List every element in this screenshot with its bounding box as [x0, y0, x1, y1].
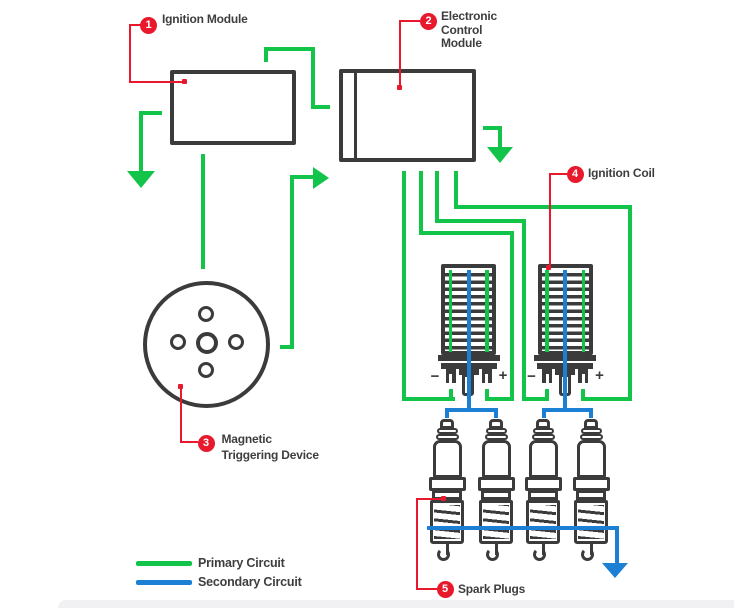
trigger-wheel-hole	[228, 334, 244, 350]
spark-plug-4	[572, 419, 610, 565]
wire-segment	[483, 126, 502, 130]
coil-primary-wire	[581, 270, 585, 352]
wire-segment	[493, 408, 498, 418]
coil-secondary-wire	[563, 270, 567, 412]
wire-segment	[509, 231, 514, 401]
secondary-circuit-swatch	[136, 580, 192, 585]
wire-segment	[264, 47, 315, 51]
ground-electrode	[437, 548, 450, 561]
ecm-box	[339, 69, 476, 162]
wire-segment	[615, 526, 619, 564]
coil-minus-terminal-label: −	[527, 368, 536, 385]
primary-circuit-swatch	[136, 561, 192, 566]
wire-segment	[418, 231, 514, 235]
wire-segment	[201, 154, 205, 269]
coil-primary-wire	[448, 270, 452, 352]
spark-plug-3	[524, 419, 562, 565]
trigger-wheel-hole	[170, 334, 186, 350]
wire-segment	[521, 397, 549, 401]
trigger-wheel-hub	[196, 332, 218, 354]
ground-electrode	[486, 548, 499, 561]
wire-segment	[589, 408, 593, 418]
wire-segment	[449, 389, 453, 401]
callout-badge-5: 5	[436, 581, 454, 598]
wire-segment	[427, 526, 619, 530]
wire-segment	[435, 171, 439, 223]
coil-plus-terminal-label: +	[595, 367, 604, 384]
wire-segment	[311, 47, 315, 109]
wire-segment	[453, 205, 632, 209]
wire-segment	[444, 408, 449, 418]
callout-badge-4: 4	[566, 165, 584, 183]
ground-arrow-icon	[602, 563, 628, 578]
ignition-coil-2: − +	[527, 264, 604, 412]
coil-plus-terminal-label: +	[498, 367, 508, 384]
legend-label-secondary: Secondary Circuit	[198, 575, 302, 589]
wire-segment	[418, 171, 423, 235]
wire-segment	[402, 397, 455, 401]
wire-segment	[581, 397, 632, 401]
wire-segment	[280, 345, 294, 349]
callout-label-4: Ignition Coil	[588, 166, 655, 180]
ground-electrode	[581, 548, 594, 561]
wire-segment	[139, 111, 162, 115]
spark-plug-2	[477, 419, 515, 565]
wire-segment	[541, 408, 546, 418]
trigger-wheel-hole	[198, 362, 214, 378]
callout-badge-3: 3	[197, 435, 215, 452]
wire-segment	[541, 408, 593, 412]
wire-segment	[484, 389, 489, 401]
ecm-connector-strip	[353, 73, 357, 158]
coil-secondary-wire	[466, 270, 471, 412]
wire-segment	[521, 219, 526, 401]
wire-segment	[139, 111, 143, 172]
wire-segment	[444, 408, 498, 412]
ground-electrode	[533, 548, 546, 561]
callout-label-5: Spark Plugs	[458, 582, 526, 596]
wire-segment	[290, 175, 313, 179]
wire-segment	[545, 389, 549, 401]
wire-segment	[581, 389, 585, 401]
ignition-coil-1: − +	[431, 264, 507, 412]
callout-label-2: Electronic Control Module	[441, 9, 498, 50]
legend-label-primary: Primary Circuit	[198, 556, 285, 570]
ground-arrow-icon	[127, 171, 155, 188]
signal-arrow-icon	[313, 166, 329, 189]
wire-segment	[264, 48, 268, 62]
coil-minus-terminal-label: −	[430, 368, 440, 385]
trigger-wheel-hole	[198, 306, 214, 322]
callout-badge-1: 1	[140, 17, 157, 34]
callout-label-3: Magnetic Triggering Device	[221, 432, 320, 462]
spark-plug-1	[428, 419, 466, 565]
callout-badge-2: 2	[420, 13, 437, 30]
wire-segment	[628, 205, 632, 401]
wire-segment	[435, 219, 525, 223]
wire-segment	[290, 175, 294, 347]
coil-primary-wire	[485, 270, 489, 352]
callout-label-1: Ignition Module	[162, 12, 248, 26]
footer-strip	[58, 600, 734, 608]
wire-segment	[402, 171, 406, 401]
coil-primary-wire	[545, 270, 549, 352]
wire-segment	[498, 126, 502, 148]
wire-segment	[484, 397, 514, 401]
ignition-module-box	[170, 70, 296, 145]
ground-arrow-icon	[487, 147, 513, 163]
wire-segment	[453, 171, 458, 209]
wire-segment	[311, 105, 330, 109]
